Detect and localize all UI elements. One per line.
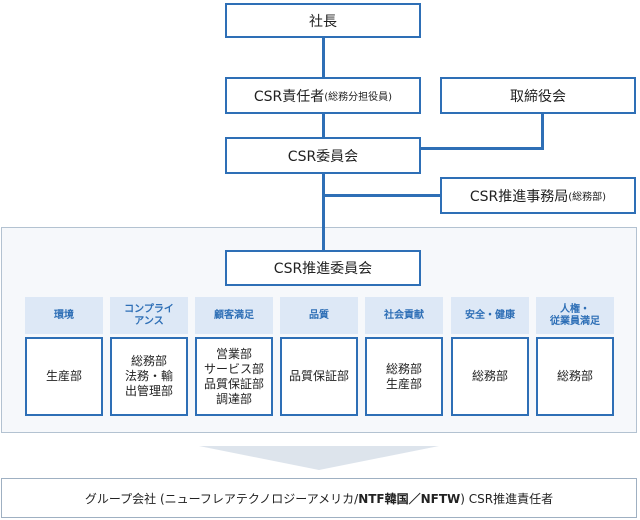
- connector-president-officer: [322, 36, 325, 78]
- csr-office-label: CSR推進事務局: [469, 188, 569, 205]
- group-companies-prefix: グループ会社 (ニューフレアテクノロジーアメリカ/: [84, 491, 359, 506]
- column-head-label: コンプライ: [124, 303, 174, 315]
- dept-label: 総務部: [385, 361, 422, 376]
- column-head-social-contribution: 社会貢献: [365, 297, 443, 334]
- dept-label: 総務部: [130, 354, 167, 368]
- promotion-committee-label: CSR推進委員会: [273, 261, 373, 277]
- group-companies-box: グループ会社 (ニューフレアテクノロジーアメリカ/ NTF韓国／NFTW ) C…: [1, 478, 637, 518]
- csr-office-box: CSR推進事務局(総務部): [440, 177, 636, 214]
- connector-committee-down: [322, 173, 325, 251]
- down-arrow-icon: [199, 446, 439, 470]
- president-box: 社長: [225, 3, 421, 38]
- dept-box-safety-health: 総務部: [451, 337, 529, 416]
- promotion-committee-box: CSR推進委員会: [225, 250, 421, 286]
- connector-office-horizontal: [322, 194, 440, 197]
- column-head-label: 環境: [54, 309, 74, 321]
- column-head-quality: 品質: [280, 297, 358, 334]
- csr-officer-note: (総務分担役員): [324, 92, 393, 103]
- connector-board-vertical: [541, 114, 544, 150]
- column-head-label: アンス: [134, 315, 164, 327]
- csr-officer-label: CSR責任者: [253, 88, 325, 105]
- dept-box-compliance: 総務部 法務・輸 出管理部: [110, 337, 188, 416]
- dept-label: 法務・輸: [124, 369, 173, 383]
- column-head-compliance: コンプライ アンス: [110, 297, 188, 334]
- board-label: 取締役会: [510, 88, 566, 105]
- csr-committee-box: CSR委員会: [225, 137, 421, 174]
- column-head-environment: 環境: [25, 297, 103, 334]
- dept-label: サービス部: [203, 361, 264, 376]
- dept-label: 総務部: [471, 369, 508, 383]
- dept-box-social-contribution: 総務部 生産部: [365, 337, 443, 416]
- column-head-human-rights: 人権・ 従業員満足: [536, 297, 614, 334]
- dept-label: 品質保証部: [288, 369, 349, 383]
- dept-label: 生産部: [385, 376, 422, 391]
- column-head-label: 品質: [309, 309, 329, 321]
- dept-box-quality: 品質保証部: [280, 337, 358, 416]
- dept-box-environment: 生産部: [25, 337, 103, 416]
- dept-box-human-rights: 総務部: [536, 337, 614, 416]
- dept-label: 総務部: [556, 369, 593, 383]
- group-companies-suffix: ) CSR推進責任者: [460, 491, 554, 506]
- board-box: 取締役会: [440, 77, 636, 114]
- column-head-label: 社会貢献: [384, 309, 424, 321]
- connector-group-inner: [322, 227, 325, 251]
- column-head-label: 従業員満足: [550, 315, 600, 327]
- group-companies-bold: NTF韓国／NFTW: [358, 491, 461, 506]
- dept-label: 営業部: [215, 346, 252, 361]
- csr-committee-label: CSR委員会: [287, 148, 359, 165]
- dept-label: 調達部: [215, 391, 252, 406]
- dept-label: 生産部: [45, 369, 82, 383]
- column-head-safety-health: 安全・健康: [451, 297, 529, 334]
- column-head-label: 人権・: [560, 303, 590, 315]
- csr-officer-box: CSR責任者(総務分担役員): [225, 77, 421, 114]
- president-label: 社長: [309, 13, 337, 30]
- dept-label: 出管理部: [124, 384, 173, 398]
- column-head-label: 顧客満足: [214, 309, 254, 321]
- column-head-label: 安全・健康: [465, 309, 515, 321]
- connector-officer-committee: [322, 114, 325, 138]
- connector-board-horizontal: [418, 147, 544, 150]
- dept-label: 品質保証部: [203, 376, 264, 391]
- csr-office-note: (総務部): [568, 192, 607, 203]
- dept-box-customer-satisfaction: 営業部 サービス部 品質保証部 調達部: [195, 337, 273, 416]
- column-head-customer-satisfaction: 顧客満足: [195, 297, 273, 334]
